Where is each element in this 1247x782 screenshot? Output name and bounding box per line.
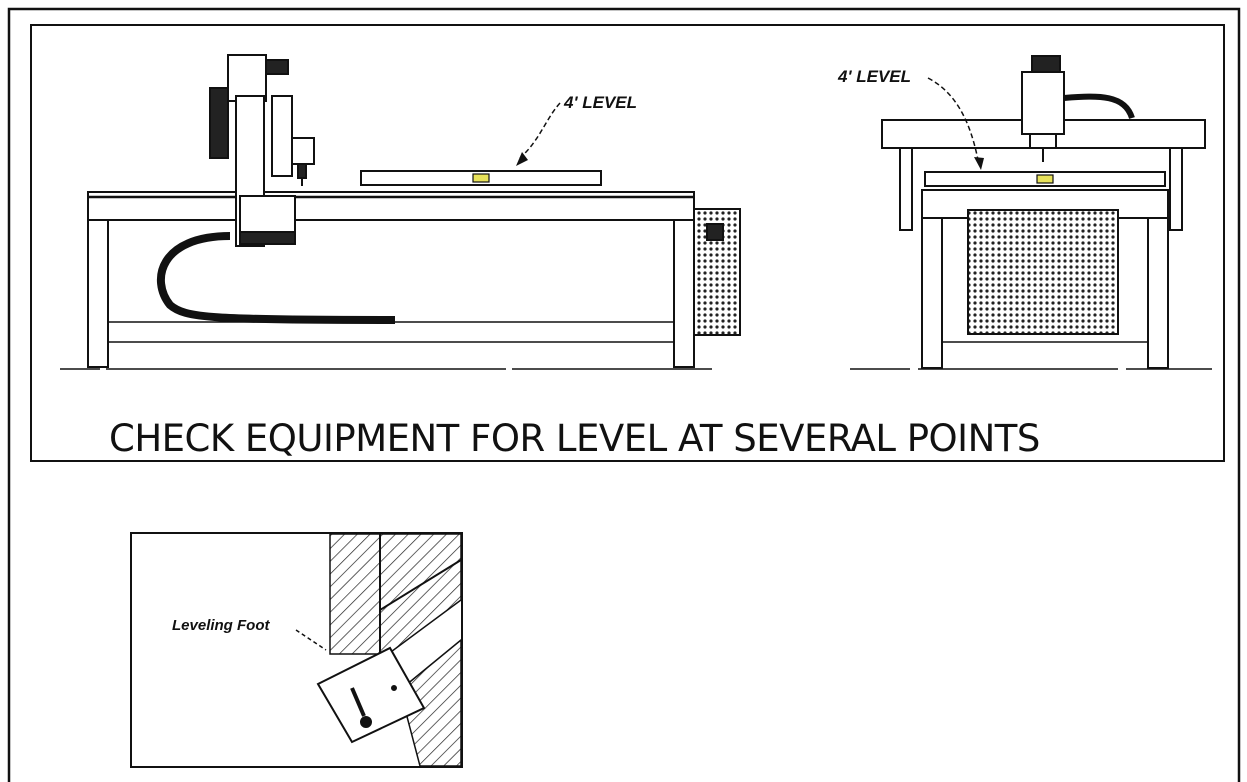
side-level-label: 4' LEVEL <box>563 93 637 112</box>
caption: CHECK EQUIPMENT FOR LEVEL AT SEVERAL POI… <box>109 417 1040 460</box>
leveling-foot <box>316 646 426 744</box>
detail-leg <box>329 533 462 767</box>
end-level-label: 4' LEVEL <box>837 67 911 86</box>
side-view-machine <box>60 54 741 370</box>
top-panel-frame <box>30 24 1225 462</box>
page-frame <box>7 7 1241 782</box>
end-view-machine <box>850 55 1212 370</box>
end-level-leader <box>927 77 979 161</box>
side-level-leader <box>519 102 561 159</box>
foot-leader <box>295 629 327 651</box>
level-vial <box>472 173 490 183</box>
end-level-vial <box>1036 174 1054 184</box>
side-view-level <box>360 170 602 186</box>
foot-label: Leveling Foot <box>172 617 271 634</box>
